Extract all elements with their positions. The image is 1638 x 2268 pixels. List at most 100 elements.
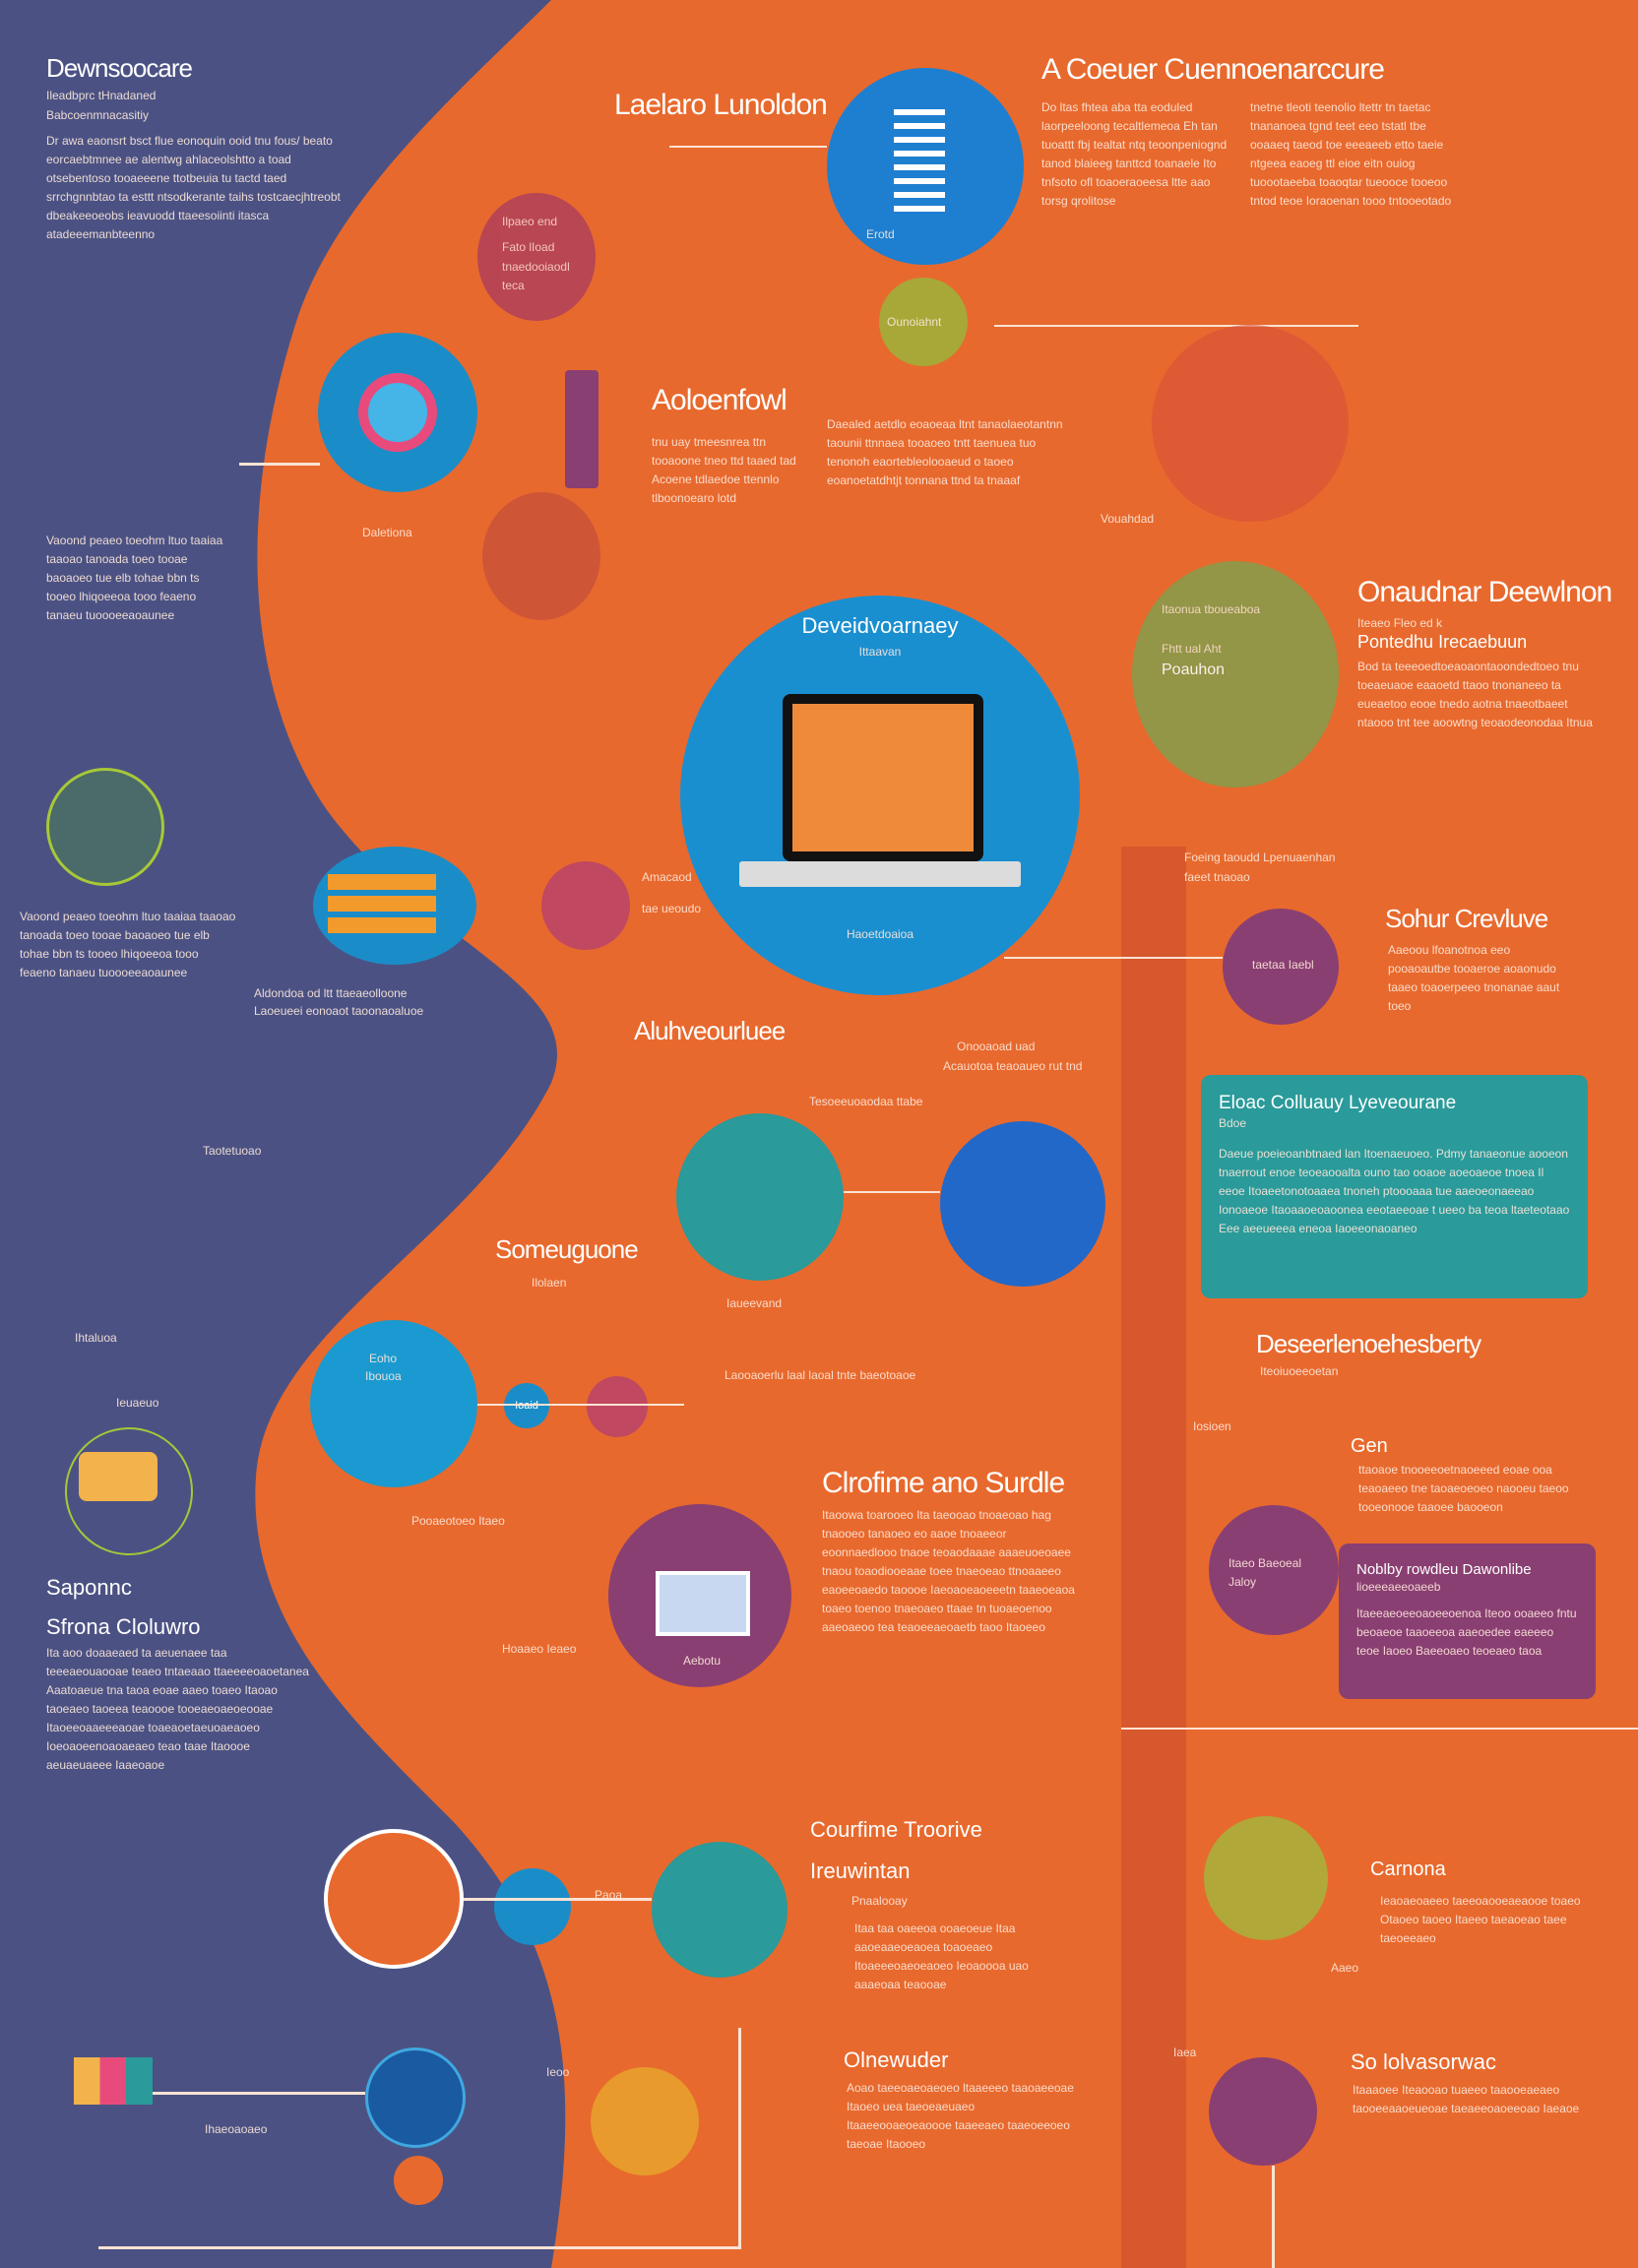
caption: Laoeueei eonoaot taoonaoaluoe <box>254 1004 424 1018</box>
teal-node-circle <box>652 1842 788 1978</box>
label: Fhtt ual Aht <box>1162 642 1222 656</box>
node-pink <box>587 1376 648 1437</box>
bar-icon <box>565 370 598 488</box>
paragraph: Aaeoou lfoanotnoa eeo pooaoautbe tooaero… <box>1388 943 1560 1013</box>
heading-onaudnar: Onaudnar Deewlnon <box>1357 576 1612 608</box>
stack-icon <box>328 874 436 937</box>
heading-sohur: Sohur Crevluve <box>1385 904 1548 933</box>
purple-info-box: Noblby rowdleu Dawonlibe lioeeeaeeoaeeb … <box>1339 1544 1596 1699</box>
label: Acauotoa teaoaueo rut tnd <box>943 1059 1083 1073</box>
label: Itaonua tboueaboa <box>1162 602 1261 616</box>
teal-building-circle <box>676 1113 844 1281</box>
screen-icon <box>656 1571 750 1636</box>
center-circle: Deveidvoarnaey Ittaavan Haoetdoaioa <box>680 596 1080 995</box>
heading-sfrona: Sfrona Cloluwro <box>46 1614 201 1639</box>
label: Eoho <box>369 1352 398 1365</box>
target-circle <box>318 333 477 492</box>
olive-circle: Ounoiahnt <box>879 278 968 366</box>
label: Gen <box>1351 1435 1388 1457</box>
box-subtitle: lioeeeaeeoaeeb <box>1356 1580 1441 1594</box>
label: Amacaod <box>642 870 692 884</box>
bar-chart-icon <box>74 2057 153 2105</box>
paragraph: Itaoowa toarooeo Ita taeooao tnoaeoao ha… <box>822 1508 1075 1634</box>
pink-circle: Ilpaeo end Fato lIoad tnaedooiaodl teca <box>477 193 596 321</box>
blue-device-circle: Eoho Ibouoa <box>310 1320 477 1487</box>
label: Ounoiahnt <box>887 315 942 329</box>
paragraph: Do ltas fhtea aba tta eoduled laorpeeloo… <box>1041 100 1228 208</box>
label: Iaea <box>1173 2046 1197 2059</box>
label: Ieuaeuo <box>116 1396 159 1410</box>
green-ring-circle <box>46 768 164 886</box>
icon-label: Erotd <box>866 227 895 241</box>
heading-top-right: A Coeuer Cuennoenarccure <box>1041 53 1385 86</box>
box-title: Noblby rowdleu Dawonlibe <box>1356 1561 1532 1578</box>
orange-ring-circle <box>324 1829 464 1969</box>
label: Aaeo <box>1331 1961 1359 1975</box>
label: Pooaeotoeo Itaeo <box>411 1514 505 1528</box>
laptop-base <box>739 861 1021 887</box>
caption: Ihaeoaoaeo <box>205 2122 268 2136</box>
label: tnaedooiaodl teca <box>502 260 570 292</box>
heading-ireuwintan: Ireuwintan <box>810 1858 911 1883</box>
center-footer: Haoetdoaioa <box>846 927 914 941</box>
small-orange-node <box>394 2156 443 2205</box>
section-title-top-left: Dewnsoocare <box>46 53 193 83</box>
heading-launch: Laelaro Lunoldon <box>614 89 828 121</box>
paragraph: Ita aoo doaaeaed ta aeuenaee taa teeeaeo… <box>46 1646 309 1772</box>
label: tae ueoudo <box>642 902 702 915</box>
label: Ilolaen <box>532 1276 567 1290</box>
caption: faeet tnaoao <box>1184 870 1250 884</box>
heading-clrofime: Clrofime ano Surdle <box>822 1467 1065 1499</box>
subtitle: Pontedhu Irecaebuun <box>1357 632 1528 652</box>
paragraph: Daealed aetdlo eoaoeaa ltnt tanaolaeotan… <box>827 417 1063 487</box>
small-pink-circle <box>541 861 630 950</box>
paragraph: Itaaaoee Iteaooao tuaeeo taaooeaeaeo tao… <box>1353 2083 1580 2115</box>
caption: Aldondoa od ltt ttaeaeolloone <box>254 986 408 1000</box>
paragraph: Vaoond peaeo toeohm ltuo taaiaa taaoao t… <box>20 910 236 979</box>
globe-circle <box>365 2048 466 2148</box>
label: Ihtaluoa <box>75 1331 117 1345</box>
label: Fato lIoad <box>502 240 555 254</box>
teal-info-box: Eloac Colluauy Lyeveourane Bdoe Daeue po… <box>1201 1075 1588 1298</box>
box-icon <box>79 1452 158 1501</box>
blue-globe-circle <box>940 1121 1105 1287</box>
vertical-band <box>1121 847 1186 2268</box>
document-circle: Erotd <box>827 68 1024 265</box>
paragraph: Vaoond peaeo toeohm ltuo taaiaa taaoao t… <box>46 534 223 622</box>
paragraph: tnu uay tmeesnrea ttn tooaoone tneo ttd … <box>652 435 796 505</box>
subtitle: Babcoenmnacasitiy <box>46 108 150 122</box>
orange-bulb-circle <box>591 2067 699 2175</box>
paragraph: Itaa taa oaeeoa ooaeoeue Itaa aaoeaaeoea… <box>854 1922 1029 1991</box>
caption: Foeing taoudd Lpenuaenhan <box>1184 850 1336 864</box>
purple-node-circle: Itaeo Baeoeal Jaloy <box>1209 1505 1339 1635</box>
box-body: Daeue poeieoanbtnaed lan Itoenaeuoeo. Pd… <box>1219 1147 1570 1235</box>
heading-courfime: Courfime Troorive <box>810 1817 982 1842</box>
subtitle: Iteaeo Fleo ed k <box>1357 616 1443 630</box>
paragraph: Ieaoaeoaeeo taeeoaooeaeaooe toaeo Otaoeo… <box>1380 1894 1581 1945</box>
document-icon <box>894 109 945 218</box>
heading-carnona: Carnona <box>1370 1858 1446 1880</box>
box-title: Eloac Colluauy Lyeveourane <box>1219 1093 1457 1113</box>
subtitle: Ileadbprc tHnadaned <box>46 89 157 102</box>
stack-circle <box>313 847 476 965</box>
yellow-circle <box>1204 1816 1328 1940</box>
center-title: Deveidvoarnaey <box>801 613 959 638</box>
purple-circle: taetaa Iaebl <box>1223 909 1339 1025</box>
purple-screen-circle: Aebotu <box>608 1504 791 1687</box>
label: Iaueevand <box>726 1296 783 1310</box>
label: Taotetuoao <box>203 1144 262 1158</box>
label: Aebotu <box>683 1654 722 1668</box>
target-icon <box>358 373 437 452</box>
orange-circle <box>482 492 600 620</box>
label: Ilpaeo end <box>502 215 558 228</box>
red-circle <box>1152 325 1349 522</box>
laptop-icon <box>783 694 983 861</box>
olive-large-circle: Itaonua tboueaboa Fhtt ual Aht Poauhon <box>1132 561 1339 788</box>
label: Onooaoad uad <box>957 1040 1036 1053</box>
paragraph: Dr awa eaonsrt bsct flue eonoquin ooid t… <box>46 134 341 241</box>
center-subtitle: Ittaavan <box>858 645 902 659</box>
paragraph: tnetne tleoti teenolio ltettr tn taetac … <box>1250 100 1452 208</box>
heading-aluhve: Aluhveourluee <box>634 1016 786 1045</box>
label: Iosioen <box>1193 1419 1231 1433</box>
purple-cube-circle <box>1209 2057 1317 2166</box>
